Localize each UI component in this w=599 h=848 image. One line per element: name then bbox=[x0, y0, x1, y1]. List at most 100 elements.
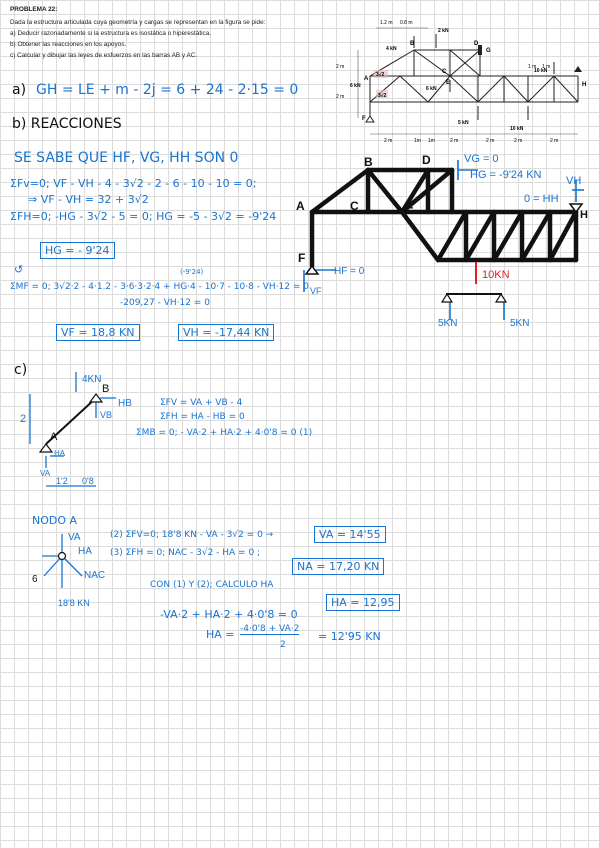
node-a-label: NODO A bbox=[32, 514, 78, 527]
part-b-eq1b: ⇒ VF - VH = 32 + 3√2 bbox=[28, 193, 149, 206]
diag-vf: VF bbox=[310, 286, 322, 296]
diag-node-b: B bbox=[364, 155, 373, 169]
bar-dim2: 0'8 bbox=[82, 476, 94, 486]
diag-vg0: VG = 0 bbox=[464, 153, 499, 165]
part-b-eq1: ΣFv=0; VF - VH - 4 - 3√2 - 2 - 6 - 10 - … bbox=[10, 177, 257, 190]
dim-bottom-1: 2 m bbox=[384, 138, 392, 144]
load-6kn-left: 6 kN bbox=[350, 83, 361, 89]
reactions-diagram: A B C D E F H VG = 0 HG = -9'24 KN VH 0 … bbox=[296, 153, 588, 329]
diag-vh: VH bbox=[566, 175, 581, 187]
bar-vb: VB bbox=[100, 410, 112, 420]
problem-title: PROBLEMA 22: bbox=[10, 6, 58, 13]
ha-result-box: HA = 12,95 bbox=[326, 594, 400, 611]
diag-load-10kn: 10KN bbox=[482, 269, 510, 281]
part-b-eq2: ΣFH=0; -HG - 3√2 - 5 = 0; HG = -5 - 3√2 … bbox=[10, 210, 277, 223]
vh-result-box: VH = -17,44 KN bbox=[178, 324, 275, 341]
bar-node-b: B bbox=[102, 383, 109, 395]
bar-va: VA bbox=[40, 469, 51, 478]
dim-right-1: 1 m bbox=[528, 64, 536, 70]
part-b-eq3: ΣMF = 0; 3√2·2 - 4·1.2 - 3·6·3·2·4 + HG·… bbox=[10, 282, 309, 292]
diag-hh0: 0 = HH bbox=[524, 193, 559, 205]
bar-load: 4KN bbox=[82, 374, 101, 385]
bar-node-a: A bbox=[50, 431, 58, 443]
part-a-equation: GH = LE + m - 2j = 6 + 24 - 2·15 = 0 bbox=[36, 82, 299, 98]
nac-result-box: NA = 17,20 KN bbox=[292, 558, 385, 575]
node-va: VA bbox=[68, 532, 81, 543]
part-b-eq3b: -209,27 - VH·12 = 0 bbox=[120, 298, 210, 308]
load-4kn: 4 kN bbox=[386, 46, 397, 52]
diag-node-e: E bbox=[406, 201, 414, 215]
dim-left-1: 2 m bbox=[336, 64, 344, 70]
node-c: C bbox=[442, 69, 447, 75]
part-c-eq7-lhs: HA = bbox=[206, 628, 235, 641]
moment-note: (-9'24) bbox=[180, 268, 204, 276]
problem-item-b: b) Obtener las reacciones en los apoyos. bbox=[10, 41, 127, 48]
dim-bottom-3: 1m bbox=[428, 138, 435, 144]
truss-figure: 1.2 m 0.8 m 1 m 1 m 2 m 2 m 2 m 1m 1m 2 … bbox=[336, 20, 586, 144]
diag-node-d: D bbox=[422, 153, 431, 167]
part-c-eq-1: ΣFV = VA + VB - 4 bbox=[160, 398, 243, 408]
diag-node-c: C bbox=[350, 199, 359, 213]
bar-height: 2 bbox=[20, 413, 26, 425]
bar-hb: HB bbox=[118, 398, 132, 409]
bar-ha: HA bbox=[54, 449, 66, 458]
moment-sign: ↺ bbox=[14, 263, 24, 276]
part-b-label: b) REACCIONES bbox=[12, 116, 122, 132]
diag-node-h: H bbox=[580, 209, 588, 221]
diag-node-a: A bbox=[296, 199, 305, 213]
node-six: 6 bbox=[32, 574, 38, 585]
load-3r2-bottom: 3√2 bbox=[378, 93, 387, 99]
node-ha: HA bbox=[78, 546, 92, 557]
part-c-eq5: (3) ΣFH = 0; NAC - 3√2 - HA = 0 ; bbox=[110, 548, 261, 558]
load-2kn: 2 kN bbox=[438, 28, 449, 34]
diag-r5b: 5KN bbox=[510, 318, 529, 329]
part-c-eq-2: ΣFH = HA - HB = 0 bbox=[160, 412, 245, 422]
node-nac: NAC bbox=[84, 570, 105, 581]
load-5kn: 5 kN bbox=[458, 120, 469, 126]
part-a-label: a) bbox=[12, 82, 27, 98]
part-b-known: SE SABE QUE HF, VG, HH SON 0 bbox=[14, 150, 239, 166]
node-d: D bbox=[474, 41, 479, 47]
part-c-eq6: -VA·2 + HA·2 + 4·0'8 = 0 bbox=[160, 608, 298, 621]
dim-right-2: 1 m bbox=[542, 64, 550, 70]
dim-bottom-2: 1m bbox=[414, 138, 421, 144]
part-c-label: c) bbox=[14, 362, 28, 378]
hg-result-box: HG = - 9'24 bbox=[40, 242, 115, 259]
part-c-eq7-num: -4·0'8 + VA·2 bbox=[240, 624, 300, 635]
node-b: B bbox=[410, 41, 415, 47]
dim-left-2: 2 m bbox=[336, 94, 344, 100]
problem-item-c: c) Calcular y dibujar las leyes de esfue… bbox=[10, 52, 198, 59]
part-c-eq4: (2) ΣFV=0; 18'8 KN - VA - 3√2 = 0 → bbox=[110, 530, 274, 540]
problem-intro: Dada la estructura articulada cuya geome… bbox=[10, 19, 266, 26]
diag-hg: HG = -9'24 KN bbox=[470, 169, 542, 181]
node-f: F bbox=[362, 116, 366, 122]
load-10kn-right: 10 kN bbox=[534, 68, 548, 74]
dim-bottom-4: 2 m bbox=[450, 138, 458, 144]
node-a: A bbox=[364, 76, 369, 82]
dim-bottom-6: 2 m bbox=[514, 138, 522, 144]
load-6kn-mid: 6 kN bbox=[426, 86, 437, 92]
diag-node-f: F bbox=[298, 251, 305, 265]
dim-top-2: 0.8 m bbox=[400, 20, 413, 26]
node-g: G bbox=[486, 48, 491, 54]
part-c-eq7-rhs: = 12'95 KN bbox=[318, 630, 381, 643]
diag-r5a: 5KN bbox=[438, 318, 457, 329]
bar-ab-diagram: 4KN B A HB VB HA VA 2 1'2 0'8 bbox=[20, 372, 132, 487]
dim-bottom-7: 2 m bbox=[550, 138, 558, 144]
part-c-eq-3: ΣMB = 0; - VA·2 + HA·2 + 4·0'8 = 0 (1) bbox=[136, 428, 313, 438]
node-a-diagram: VA HA NAC 6 18'8 KN bbox=[32, 532, 105, 608]
node-e: E bbox=[446, 80, 450, 86]
va-result-box: VA = 14'55 bbox=[314, 526, 386, 543]
node-h: H bbox=[582, 82, 586, 88]
part-c-with12: CON (1) Y (2); CALCULO HA bbox=[150, 580, 274, 590]
dim-top-1: 1.2 m bbox=[380, 20, 393, 26]
vf-result-box: VF = 18,8 KN bbox=[56, 324, 140, 341]
part-c-eq7-den: 2 bbox=[280, 640, 286, 650]
problem-item-a: a) Deducir razonadamente si la estructur… bbox=[10, 30, 212, 37]
load-3r2-top: 3√2 bbox=[376, 72, 385, 78]
dim-bottom-5: 2 m bbox=[486, 138, 494, 144]
diag-hf0: HF = 0 bbox=[334, 266, 365, 277]
bar-dim1: 1'2 bbox=[56, 476, 68, 486]
node-bottom-force: 18'8 KN bbox=[58, 598, 90, 608]
load-10kn-bottom: 10 kN bbox=[510, 126, 524, 132]
